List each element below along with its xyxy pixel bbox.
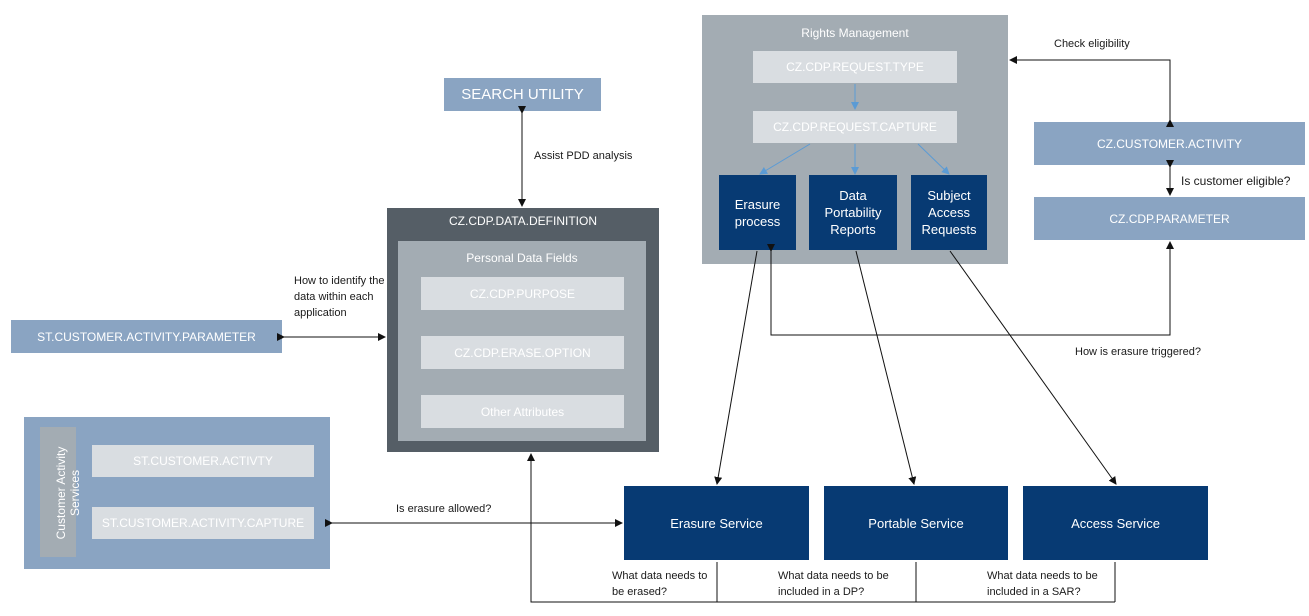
customer-activity-box: CZ.CUSTOMER.ACTIVITY [1034, 122, 1305, 165]
other-attributes-field: Other Attributes [421, 395, 624, 428]
rights-management-container: Rights Management CZ.CDP.REQUEST.TYPE CZ… [702, 15, 1008, 264]
services-to-definition-arrow [527, 453, 1115, 603]
st-customer-activity-capture-box: ST.CUSTOMER.ACTIVITY.CAPTURE [92, 507, 314, 539]
erasure-service-box: Erasure Service [624, 486, 809, 560]
data-definition-container: CZ.CDP.DATA.DEFINITION Personal Data Fie… [387, 208, 659, 452]
sar-question-label: What data needs to be included in a SAR? [987, 570, 1098, 598]
request-capture-box: CZ.CDP.REQUEST.CAPTURE [753, 111, 957, 143]
check-eligibility-label: Check eligibility [1054, 38, 1130, 50]
portability-to-portable-service [855, 250, 917, 485]
purpose-field: CZ.CDP.PURPOSE [421, 277, 624, 310]
check-eligibility-arrow [1009, 56, 1174, 127]
assist-pdd-label: Assist PDD analysis [534, 150, 633, 162]
erasure-process-box: Erasure process [719, 175, 796, 250]
personal-data-fields-panel: Personal Data Fields CZ.CDP.PURPOSE CZ.C… [398, 241, 646, 441]
cdp-parameter-box: CZ.CDP.PARAMETER [1034, 197, 1305, 240]
search-utility-box: SEARCH UTILITY [444, 78, 601, 111]
erase-option-field: CZ.CDP.ERASE.OPTION [421, 336, 624, 369]
access-service-box: Access Service [1023, 486, 1208, 560]
st-customer-activty-box: ST.CUSTOMER.ACTIVTY [92, 445, 314, 477]
request-type-box: CZ.CDP.REQUEST.TYPE [753, 51, 957, 83]
rights-management-title: Rights Management [801, 26, 909, 40]
data-portability-reports-box: Data Portability Reports [809, 175, 897, 250]
erasure-process-to-service [714, 250, 758, 485]
erasure-allowed-label: Is erasure allowed? [396, 503, 492, 515]
capture-to-sar-arrow [917, 143, 950, 175]
portable-service-box: Portable Service [824, 486, 1008, 560]
subject-access-requests-box: Subject Access Requests [911, 175, 987, 250]
customer-activity-services-container: Customer Activity Services ST.CUSTOMER.A… [24, 417, 330, 569]
capture-to-erasure-arrow [759, 143, 811, 175]
sar-to-access-service [949, 250, 1117, 485]
erasure-triggered-arrow [767, 241, 1174, 336]
is-eligible-label: Is customer eligible? [1181, 174, 1291, 188]
erased-question-label: What data needs to be erased? [612, 570, 708, 598]
dp-question-label: What data needs to be included in a DP? [778, 570, 889, 598]
data-definition-title: CZ.CDP.DATA.DEFINITION [448, 214, 597, 228]
st-customer-activity-parameter-box: ST.CUSTOMER.ACTIVITY.PARAMETER [11, 320, 282, 353]
erasure-triggered-label: How is erasure triggered? [1075, 346, 1201, 358]
customer-activity-services-tab [40, 427, 76, 557]
how-identify-label: How to identify the data within each app… [294, 275, 385, 319]
personal-data-fields-title: Personal Data Fields [466, 251, 578, 265]
